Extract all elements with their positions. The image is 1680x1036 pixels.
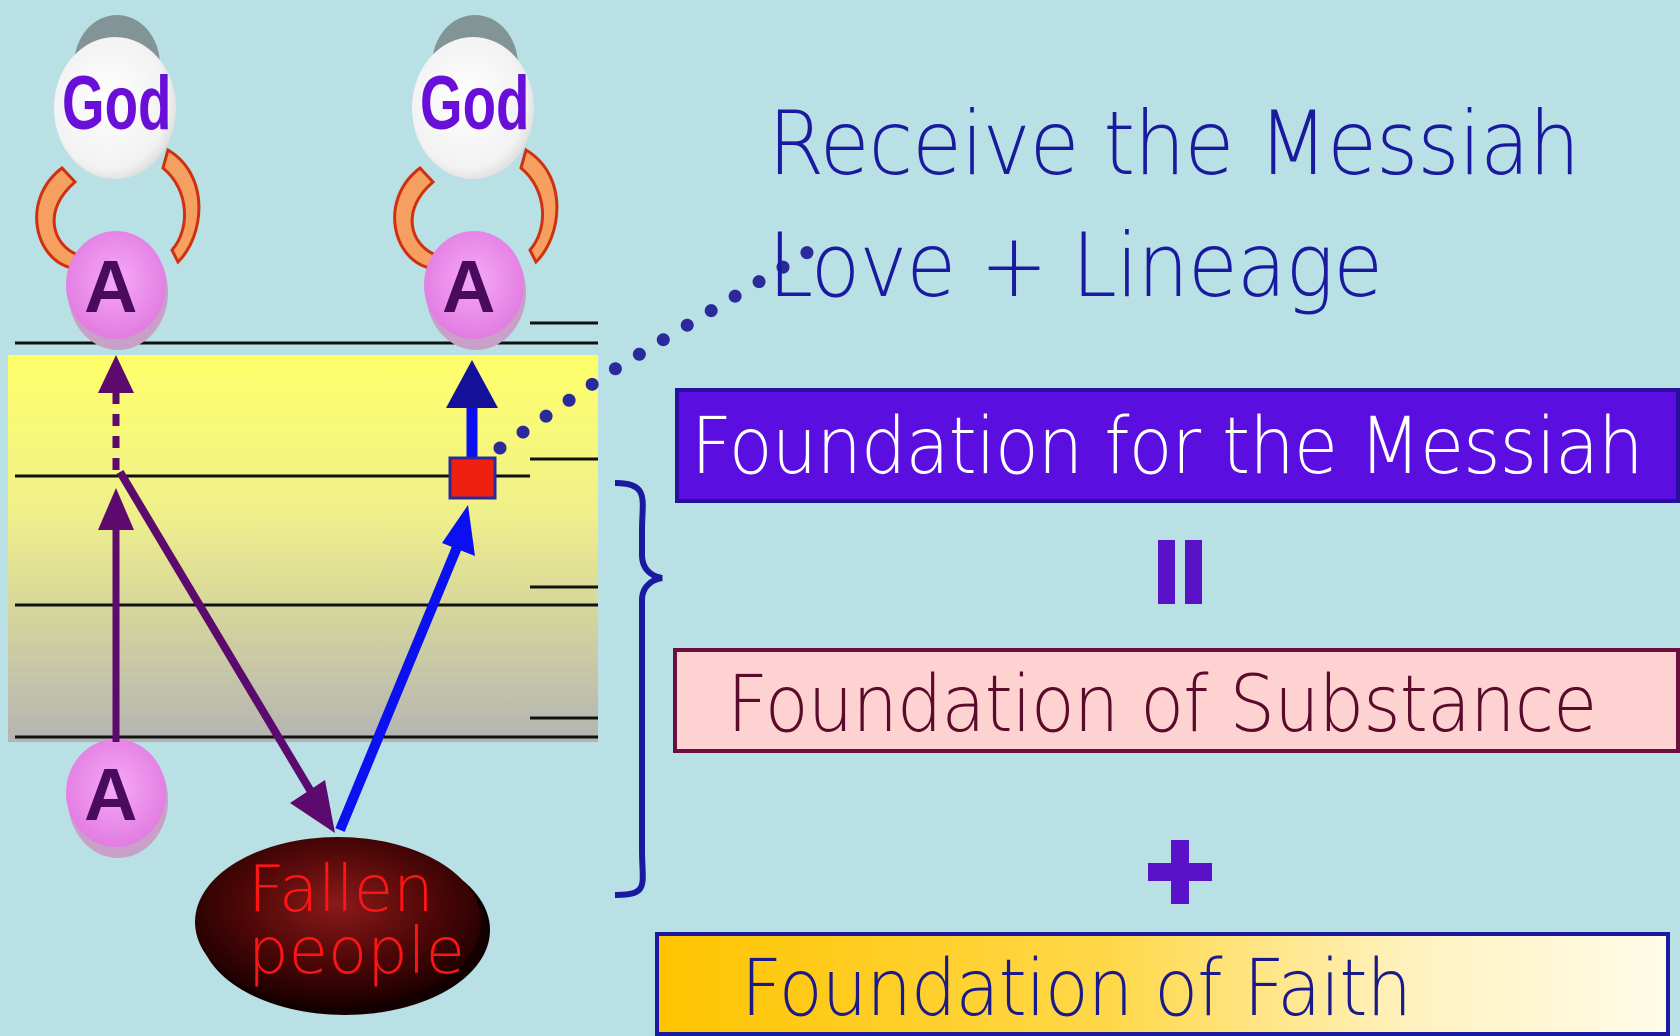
left-god-adam-loop xyxy=(35,15,201,858)
fallen-people-line1: Fallen xyxy=(248,853,434,927)
foundation-of-faith-label: Foundation of Faith xyxy=(741,944,1412,1034)
dotted-connector xyxy=(493,245,815,455)
left-adam-bottom-label: A xyxy=(84,753,138,836)
right-adam-label: A xyxy=(442,245,496,328)
messiah-marker-square xyxy=(448,456,497,500)
plus-icon xyxy=(1148,840,1212,904)
fallen-people-line2: people xyxy=(248,915,465,989)
heading-line1: Receive the Messiah xyxy=(768,92,1580,195)
heading-line2: Love + Lineage xyxy=(768,214,1383,317)
curly-brace xyxy=(614,480,663,898)
right-god-adam-loop xyxy=(393,15,559,350)
foundation-of-substance-box: Foundation of Substance xyxy=(673,648,1680,753)
left-adam-top-label: A xyxy=(84,245,138,328)
stage-tick-marks xyxy=(530,321,598,720)
right-restoration-arrows xyxy=(335,360,498,832)
equals-icon xyxy=(1158,540,1204,604)
left-growth-arrows xyxy=(98,355,335,833)
foundation-of-faith-box: Foundation of Faith xyxy=(655,932,1670,1036)
fallen-people-oval xyxy=(195,837,490,1015)
right-god-label: God xyxy=(420,61,530,146)
growth-stage-band xyxy=(8,355,598,742)
foundation-of-substance-label: Foundation of Substance xyxy=(727,660,1597,750)
foundation-for-messiah-box: Foundation for the Messiah xyxy=(675,388,1680,503)
foundation-for-messiah-label: Foundation for the Messiah xyxy=(691,402,1644,492)
left-god-label: God xyxy=(62,61,172,146)
